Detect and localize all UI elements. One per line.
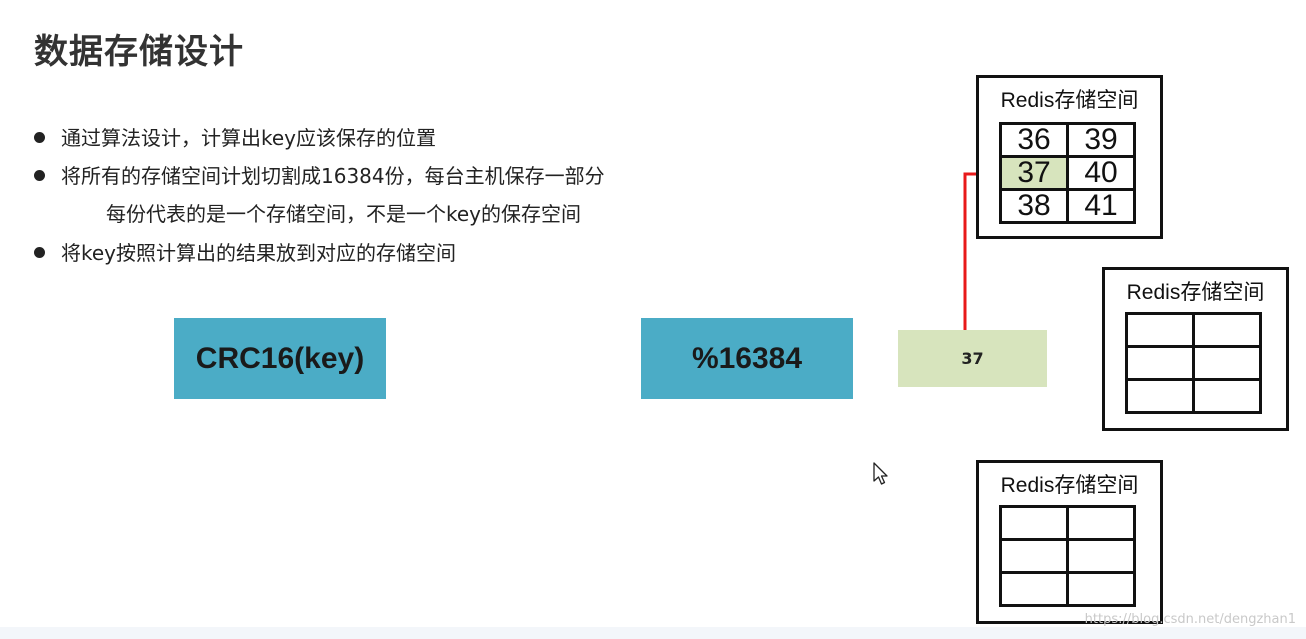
slot-cell [999, 505, 1069, 541]
slot-grid [1125, 312, 1262, 414]
slot-cell [1066, 571, 1136, 607]
redis-node-3: Redis存储空间 [976, 460, 1163, 624]
slot-cell: 40 [1066, 155, 1136, 191]
slot-cell [1125, 312, 1195, 348]
result-slot-box: 37 [898, 330, 1047, 387]
slot-cell [999, 571, 1069, 607]
slot-cell [1066, 538, 1136, 574]
slide-title: 数据存储设计 [34, 32, 244, 72]
bullet-text: 通过算法设计，计算出key应该保存的位置 [61, 126, 437, 150]
bullet-item-1: 通过算法设计，计算出key应该保存的位置 [34, 122, 436, 151]
mouse-cursor-icon [873, 462, 888, 485]
redis-node-2: Redis存储空间 [1102, 267, 1289, 431]
bullet-dot-icon [34, 247, 45, 258]
slot-cell [1125, 345, 1195, 381]
bullet-item-3: 将key按照计算出的结果放到对应的存储空间 [34, 237, 456, 266]
slot-grid: 36 39 37 40 38 41 [999, 122, 1136, 224]
slot-cell [1192, 345, 1262, 381]
redis-node-1: Redis存储空间 36 39 37 40 38 41 [976, 75, 1163, 239]
bullet-dot-icon [34, 170, 45, 181]
bullet-text: 将key按照计算出的结果放到对应的存储空间 [61, 241, 457, 265]
modulo-box: %16384 [641, 318, 853, 399]
slot-cell: 36 [999, 122, 1069, 158]
redis-node-label: Redis存储空间 [1126, 281, 1265, 304]
watermark: https://blog.csdn.net/dengzhan1 [1084, 612, 1296, 627]
bullet-dot-icon [34, 132, 45, 143]
slot-cell [1192, 378, 1262, 414]
redis-node-label: Redis存储空间 [1000, 474, 1139, 497]
slot-cell: 39 [1066, 122, 1136, 158]
slot-cell [1125, 378, 1195, 414]
bottom-bar [0, 627, 1306, 639]
crc16-box: CRC16(key) [174, 318, 386, 399]
slot-grid [999, 505, 1136, 607]
bullet-text: 将所有的存储空间计划切割成16384份，每台主机保存一部分 [61, 164, 605, 188]
slot-cell-highlighted: 37 [999, 155, 1069, 191]
redis-node-label: Redis存储空间 [1000, 89, 1139, 112]
bullet-sub-note: 每份代表的是一个存储空间，不是一个key的保存空间 [106, 202, 582, 226]
bullet-item-2: 将所有的存储空间计划切割成16384份，每台主机保存一部分 [34, 160, 605, 189]
slot-cell [1192, 312, 1262, 348]
slot-cell [999, 538, 1069, 574]
slot-cell: 41 [1066, 188, 1136, 224]
slot-cell [1066, 505, 1136, 541]
slot-cell: 38 [999, 188, 1069, 224]
